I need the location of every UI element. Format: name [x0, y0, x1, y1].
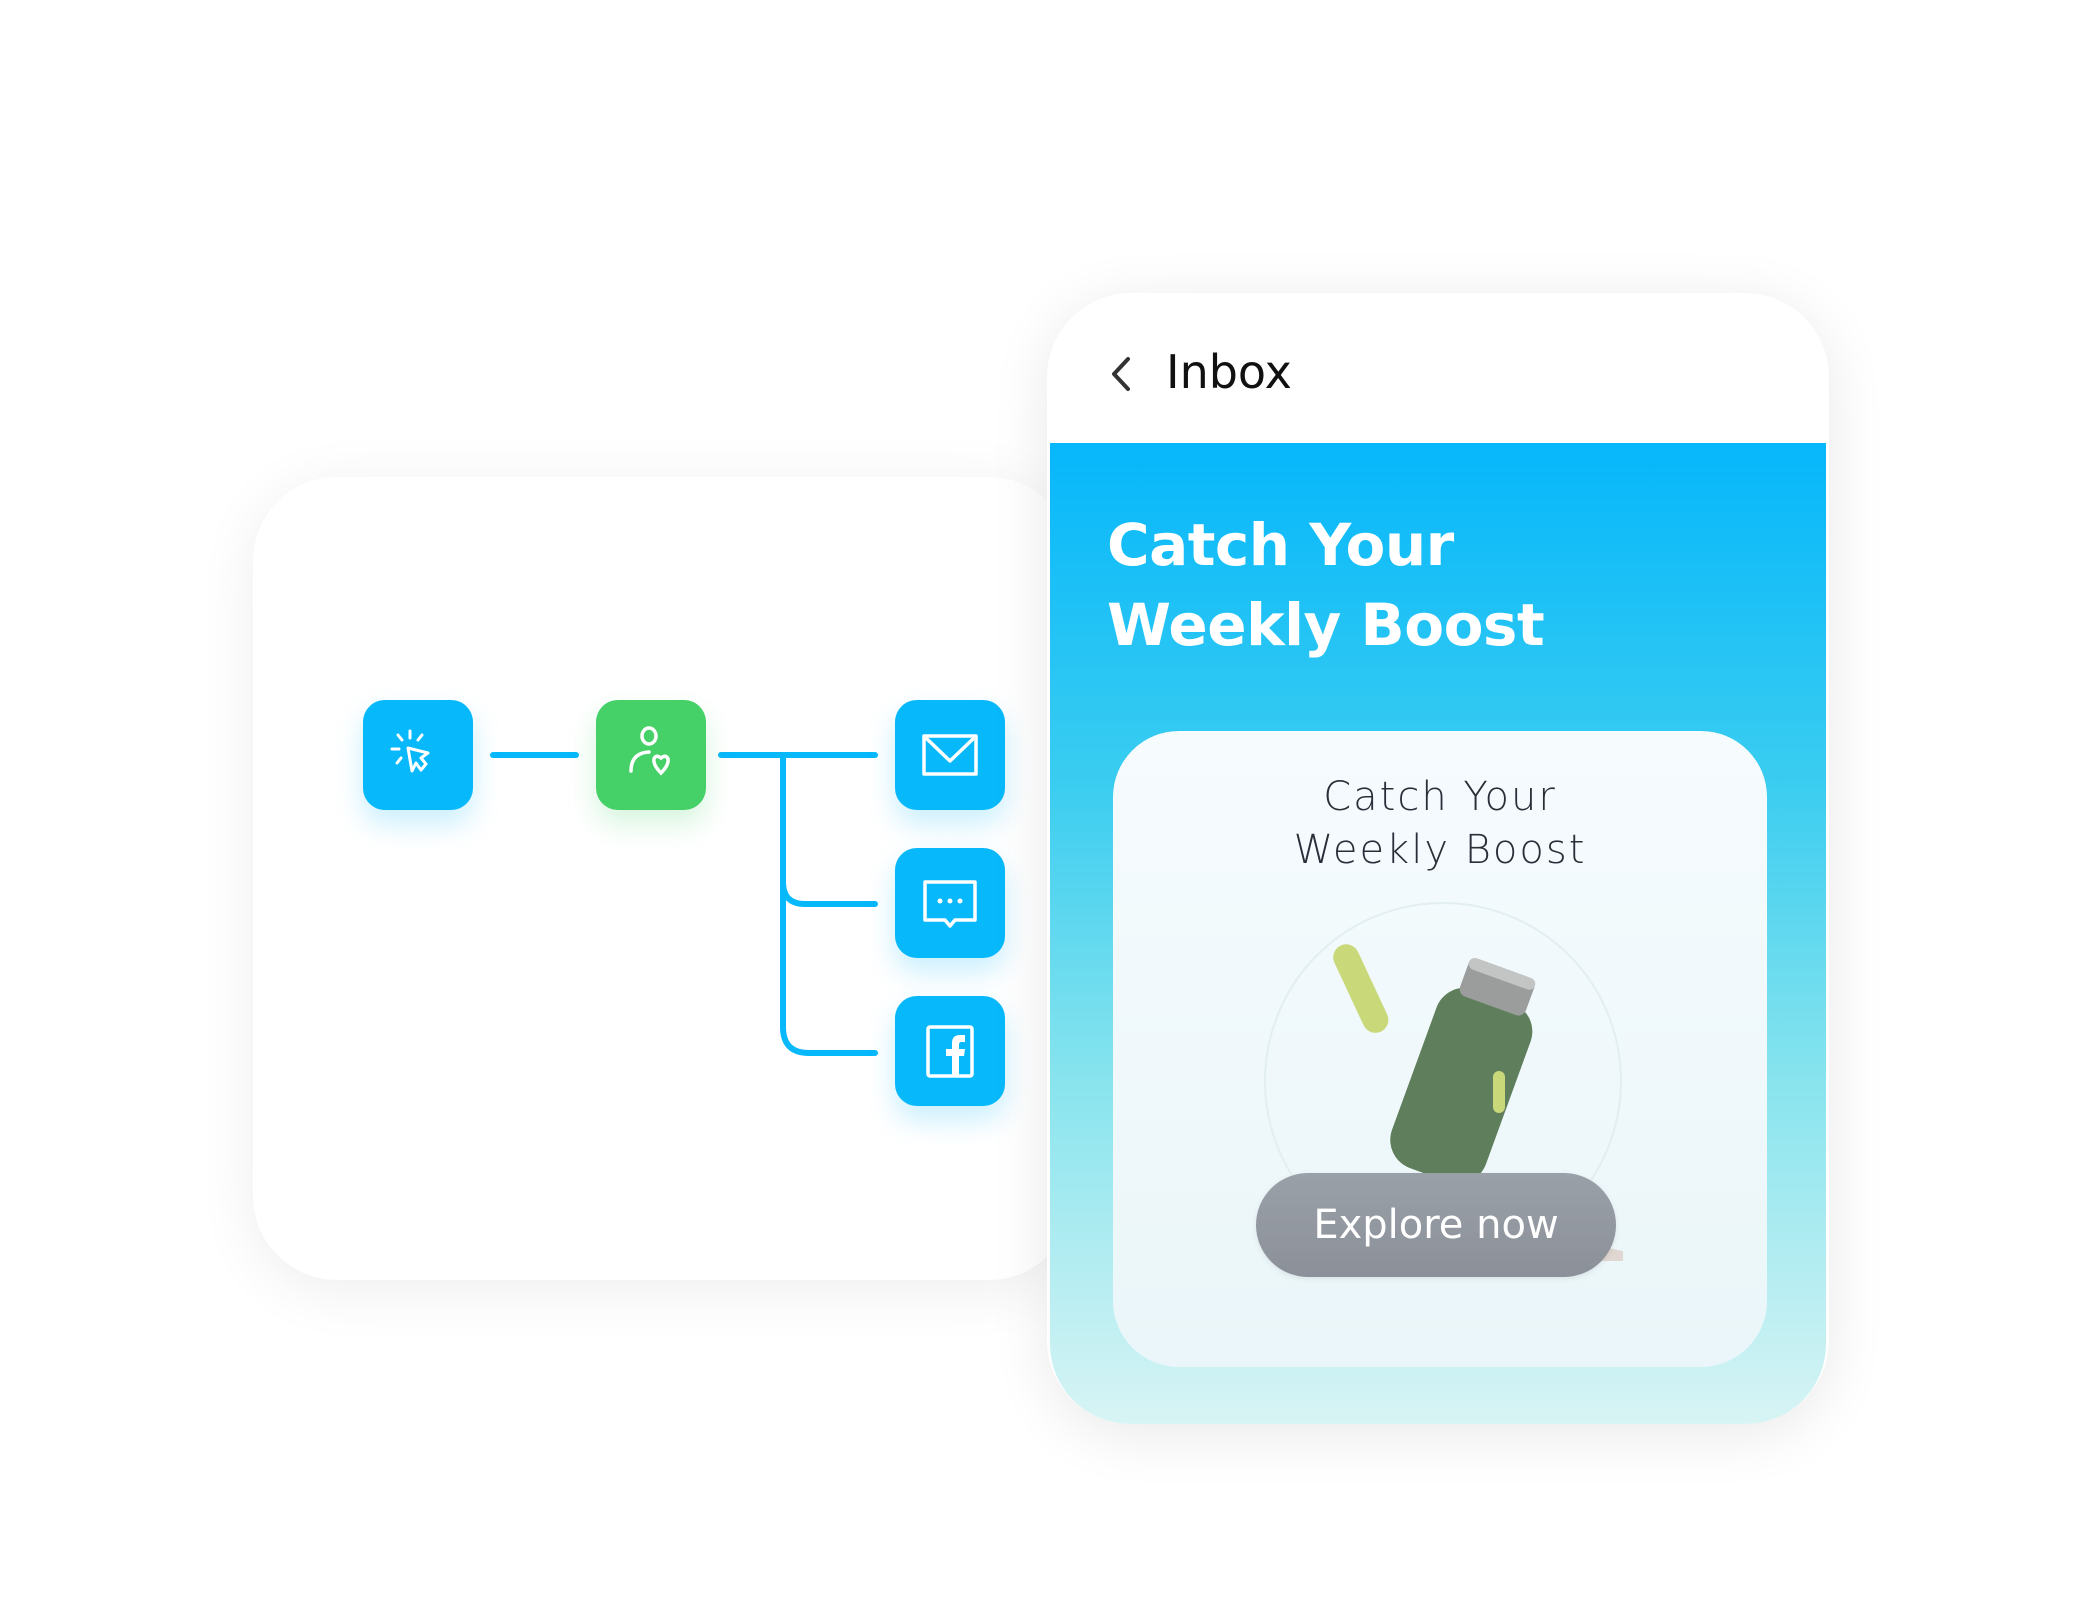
sms-channel-node[interactable] [895, 848, 1005, 958]
journey-flow-card [253, 477, 1073, 1280]
facebook-icon [926, 1025, 974, 1078]
message-headline: Catch Your Weekly Boost [1107, 505, 1545, 665]
headline-line-1: Catch Your [1107, 511, 1454, 579]
user-heart-icon [629, 726, 670, 776]
inbox-phone-preview: Inbox Catch Your Weekly Boost Catch Your… [1047, 293, 1829, 1424]
facebook-channel-node[interactable] [895, 996, 1005, 1106]
email-channel-node[interactable] [895, 700, 1005, 810]
explore-now-button[interactable]: Explore now [1256, 1173, 1616, 1277]
connector-audience-facebook [780, 879, 878, 1056]
promo-card: Catch Your Weekly Boost Explore now [1113, 731, 1767, 1367]
flow-connectors [490, 752, 878, 1056]
mail-icon [922, 734, 978, 776]
promo-card-title: Catch Your Weekly Boost [1113, 771, 1767, 877]
trigger-node[interactable] [363, 700, 473, 810]
chevron-left-icon[interactable] [1102, 351, 1142, 397]
headline-line-2: Weekly Boost [1107, 591, 1545, 659]
inbox-title: Inbox [1166, 345, 1292, 399]
chat-bubble-icon [923, 880, 977, 928]
connector-audience-sms [780, 752, 878, 907]
inbox-header: Inbox [1047, 293, 1829, 443]
promo-title-line-1: Catch Your [1323, 774, 1557, 820]
audience-node[interactable] [596, 700, 706, 810]
promo-title-line-2: Weekly Boost [1293, 827, 1587, 873]
click-cursor-icon [390, 729, 430, 773]
message-hero: Catch Your Weekly Boost Catch Your Weekl… [1050, 443, 1826, 1424]
